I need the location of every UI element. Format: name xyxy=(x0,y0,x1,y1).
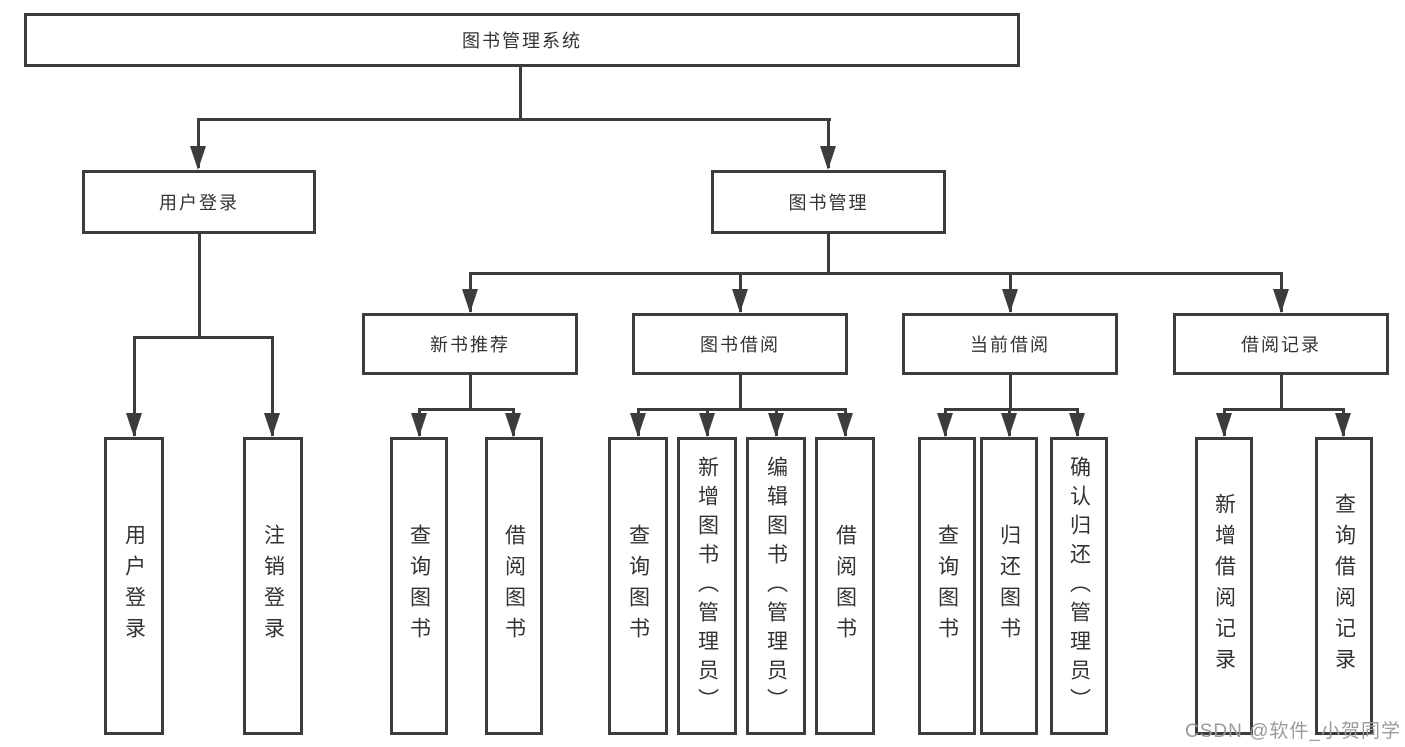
connector-line xyxy=(198,234,201,339)
leaf-borrow-book-newrec: 借阅图书 xyxy=(485,437,543,735)
connector-line xyxy=(827,118,830,168)
connector-line xyxy=(197,118,831,121)
node-label: 查询图书 xyxy=(407,524,431,648)
node-label: 用户登录 xyxy=(159,193,239,213)
arrowhead-down-icon xyxy=(699,413,715,437)
node-label: 用户登录 xyxy=(122,524,146,648)
arrowhead-down-icon xyxy=(264,413,280,437)
node-new-book-recommend: 新书推荐 xyxy=(362,313,578,375)
leaf-edit-book-admin: 编辑图书（管理员） xyxy=(746,437,806,735)
arrowhead-down-icon xyxy=(937,413,953,437)
connector-line xyxy=(519,67,522,118)
leaf-query-book-current: 查询图书 xyxy=(918,437,976,735)
arrowhead-down-icon xyxy=(505,413,521,437)
watermark: CSDN @软件_小贺同学 xyxy=(1185,721,1401,742)
leaf-confirm-return-admin: 确认归还（管理员） xyxy=(1050,437,1108,735)
arrowhead-down-icon xyxy=(768,413,784,437)
node-label: 编辑图书（管理员） xyxy=(764,455,788,717)
arrowhead-down-icon xyxy=(820,146,836,170)
leaf-query-borrow-record: 查询借阅记录 xyxy=(1315,437,1373,735)
leaf-logout: 注销登录 xyxy=(243,437,303,735)
leaf-user-login: 用户登录 xyxy=(104,437,164,735)
node-label: 查询图书 xyxy=(626,524,650,648)
arrowhead-down-icon xyxy=(1273,289,1289,313)
leaf-borrow-book: 借阅图书 xyxy=(815,437,875,735)
node-label: 新书推荐 xyxy=(430,335,510,355)
connector-line xyxy=(418,408,515,411)
node-label: 当前借阅 xyxy=(970,335,1050,355)
arrowhead-down-icon xyxy=(732,289,748,313)
node-label: 借阅图书 xyxy=(833,524,857,648)
arrowhead-down-icon xyxy=(411,413,427,437)
node-system-root: 图书管理系统 xyxy=(24,13,1020,67)
arrowhead-down-icon xyxy=(462,289,478,313)
node-label: 图书借阅 xyxy=(700,335,780,355)
node-label: 借阅图书 xyxy=(502,524,526,648)
leaf-query-book-newrec: 查询图书 xyxy=(390,437,448,735)
connector-line xyxy=(469,375,472,411)
arrowhead-down-icon xyxy=(1002,289,1018,313)
node-label: 新增图书（管理员） xyxy=(695,455,719,717)
arrowhead-down-icon xyxy=(1001,413,1017,437)
node-label: 查询图书 xyxy=(935,524,959,648)
node-label: 新增借阅记录 xyxy=(1212,493,1236,679)
arrowhead-down-icon xyxy=(1216,413,1232,437)
connector-line xyxy=(469,272,1283,275)
node-current-borrow: 当前借阅 xyxy=(902,313,1118,375)
arrowhead-down-icon xyxy=(1069,413,1085,437)
connector-line xyxy=(1280,375,1283,411)
node-label: 注销登录 xyxy=(261,524,285,648)
node-label: 确认归还（管理员） xyxy=(1067,455,1091,717)
connector-line xyxy=(637,408,847,411)
arrowhead-down-icon xyxy=(126,413,142,437)
node-label: 归还图书 xyxy=(997,524,1021,648)
connector-line xyxy=(1223,408,1345,411)
node-borrow-records: 借阅记录 xyxy=(1173,313,1389,375)
connector-line xyxy=(1009,375,1012,411)
node-book-management: 图书管理 xyxy=(711,170,946,234)
connector-line xyxy=(827,234,830,275)
leaf-add-book-admin: 新增图书（管理员） xyxy=(677,437,737,735)
leaf-query-book-borrow: 查询图书 xyxy=(608,437,668,735)
connector-line xyxy=(133,336,136,436)
arrowhead-down-icon xyxy=(837,413,853,437)
connector-line xyxy=(197,118,200,168)
leaf-return-book: 归还图书 xyxy=(980,437,1038,735)
connector-line xyxy=(944,408,1079,411)
connector-line xyxy=(739,375,742,411)
connector-line xyxy=(133,336,274,339)
arrowhead-down-icon xyxy=(630,413,646,437)
node-label: 借阅记录 xyxy=(1241,335,1321,355)
arrowhead-down-icon xyxy=(190,146,206,170)
node-label: 图书管理 xyxy=(788,193,869,213)
leaf-add-borrow-record: 新增借阅记录 xyxy=(1195,437,1253,735)
node-user-login: 用户登录 xyxy=(82,170,316,234)
connector-line xyxy=(271,336,274,436)
node-label: 查询借阅记录 xyxy=(1332,493,1356,679)
node-book-borrow: 图书借阅 xyxy=(632,313,848,375)
arrowhead-down-icon xyxy=(1335,413,1351,437)
node-label: 图书管理系统 xyxy=(462,31,582,51)
